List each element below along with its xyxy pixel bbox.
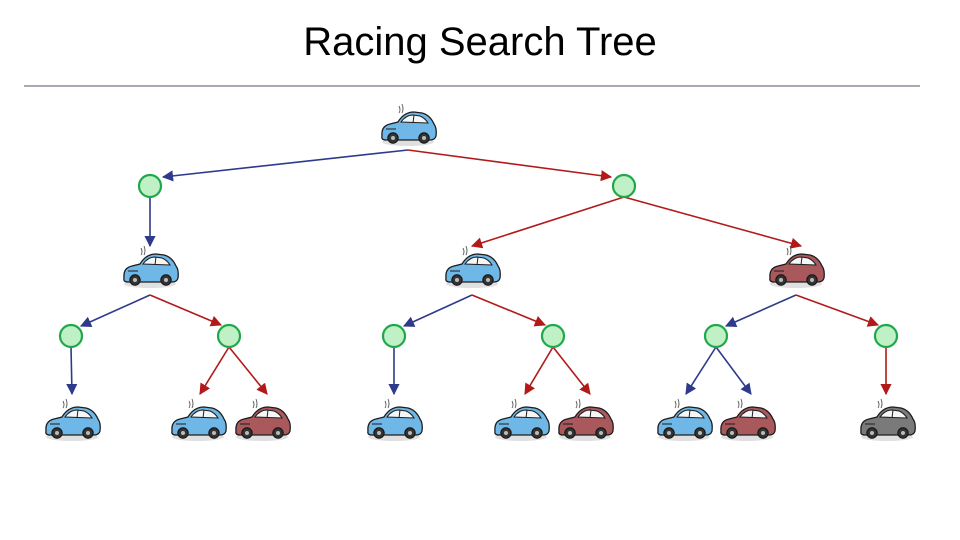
tree-edges	[66, 149, 892, 396]
leaf-car-icon-3	[235, 398, 291, 442]
leaf-car-icon-4	[367, 398, 423, 442]
edge-n4-to-leaf3	[228, 346, 268, 395]
title-divider	[24, 85, 920, 87]
state-car-icon-1	[123, 245, 179, 289]
edge-n6-to-leaf6	[552, 346, 591, 395]
chance-node-1	[137, 173, 163, 199]
slide-title: Racing Search Tree	[303, 20, 657, 64]
leaf-car-icon-2	[171, 398, 227, 442]
edge-n7-to-leaf8	[715, 346, 752, 395]
edge-n3-to-leaf1	[66, 346, 78, 396]
chance-node-7	[703, 323, 729, 349]
leaf-car-icon-1	[45, 398, 101, 442]
edge-s1-to-n3	[79, 294, 151, 327]
leaf-car-icon-8	[720, 398, 776, 442]
edge-n4-to-leaf2	[199, 346, 230, 395]
leaf-car-icon-9	[860, 398, 916, 442]
leaf-car-icon-5	[494, 398, 550, 442]
edge-s3-to-n8	[795, 294, 880, 327]
chance-node-8	[873, 323, 899, 349]
edge-s2-to-n5	[402, 294, 473, 327]
edge-n7-to-leaf7	[685, 346, 717, 395]
chance-node-2	[611, 173, 637, 199]
chance-node-4	[216, 323, 242, 349]
tree-nodes	[45, 103, 916, 442]
edge-s3-to-n7	[724, 294, 797, 328]
chance-node-3	[58, 323, 84, 349]
edge-s1-to-n4	[149, 294, 223, 327]
edge-n2-to-state-a	[470, 196, 625, 249]
root-car-icon	[381, 103, 437, 147]
edge-n6-to-leaf5	[524, 346, 554, 395]
chance-node-6	[540, 323, 566, 349]
chance-node-5	[381, 323, 407, 349]
edge-root-to-n1	[161, 149, 409, 182]
leaf-car-icon-6	[558, 398, 614, 442]
edge-s2-to-n6	[471, 294, 547, 327]
leaf-car-icon-7	[657, 398, 713, 442]
state-car-icon-3	[769, 245, 825, 289]
edge-n2-to-state-b	[623, 196, 803, 249]
state-car-icon-2	[445, 245, 501, 289]
edge-root-to-n2	[407, 149, 613, 182]
